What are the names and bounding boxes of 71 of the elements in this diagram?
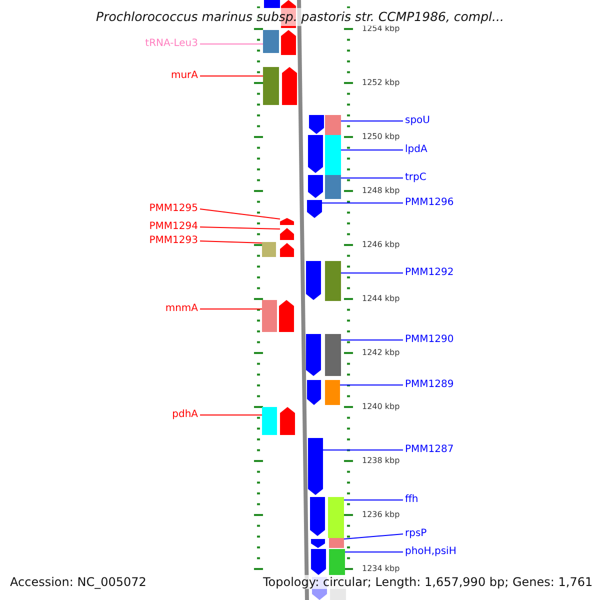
gene-label: PMM1292 <box>405 267 454 279</box>
leader-line <box>200 308 262 310</box>
gene-label: trpC <box>405 172 426 184</box>
scale-label: 1250 kbp <box>362 132 400 142</box>
gene-label: spoU <box>405 115 430 127</box>
gene-feature <box>307 200 322 218</box>
leader-line <box>344 534 404 540</box>
scale-label: 1236 kbp <box>362 510 400 520</box>
leader-line <box>200 414 262 416</box>
cog-box <box>325 115 341 135</box>
scale-label: 1234 kbp <box>362 564 400 574</box>
leader-line <box>340 272 404 274</box>
gene-label: PMM1293 <box>149 235 198 247</box>
scale-label: 1246 kbp <box>362 240 400 250</box>
leader-line <box>200 226 280 230</box>
cog-box <box>325 261 341 301</box>
cog-box <box>262 242 276 257</box>
gene-feature <box>310 497 325 536</box>
leader-line <box>340 384 404 386</box>
scale-label: 1242 kbp <box>362 348 400 358</box>
cog-box <box>262 407 277 435</box>
cog-box <box>263 30 279 53</box>
leader-line <box>200 208 280 220</box>
cog-box <box>328 497 344 538</box>
gene-label: PMM1296 <box>405 197 454 209</box>
scale-label: 1254 kbp <box>362 24 400 34</box>
gene-feature <box>280 228 294 240</box>
gene-feature <box>280 218 294 225</box>
cog-box <box>325 380 340 405</box>
gene-feature <box>306 261 321 300</box>
gene-label: phoH,psiH <box>405 546 456 558</box>
gene-feature <box>307 380 321 405</box>
gene-label: ffh <box>405 494 418 506</box>
gene-feature <box>308 175 323 198</box>
info-text: Accession: NC_005072 <box>10 575 146 589</box>
cog-box <box>264 0 280 8</box>
gene-feature <box>308 438 323 495</box>
scale-label: 1238 kbp <box>362 456 400 466</box>
gene-feature <box>281 30 296 55</box>
leader-line <box>340 120 404 122</box>
gene-label: tRNA-Leu3 <box>145 38 198 50</box>
gene-label: pdhA <box>172 409 198 421</box>
gene-label: PMM1290 <box>405 334 454 346</box>
gene-label: PMM1295 <box>149 203 198 215</box>
cog-box <box>325 175 341 199</box>
gene-label: mnmA <box>165 303 198 315</box>
leader-line <box>322 202 404 204</box>
gene-feature <box>282 67 297 105</box>
gene-feature <box>279 300 294 332</box>
scale-label: 1252 kbp <box>362 78 400 88</box>
gene-feature <box>280 243 294 257</box>
scale-label: 1240 kbp <box>362 402 400 412</box>
gene-feature <box>309 115 324 134</box>
gene-label: PMM1287 <box>405 444 454 456</box>
scale-label: 1244 kbp <box>362 294 400 304</box>
gene-label: murA <box>170 70 198 82</box>
info-text: Topology: circular; Length: 1,657,990 bp; Genes: 1,761 <box>263 575 593 589</box>
gene-label: PMM1289 <box>405 379 454 391</box>
cog-box <box>325 334 341 376</box>
gene-label: rpsP <box>405 528 427 540</box>
cog-box <box>263 67 279 105</box>
cog-box <box>329 549 345 575</box>
cog-box <box>262 300 277 332</box>
gene-label: PMM1294 <box>149 221 198 233</box>
scale-label: 1248 kbp <box>362 186 400 196</box>
gene-feature <box>306 334 321 376</box>
gene-feature <box>280 407 295 435</box>
cog-box <box>325 135 341 175</box>
cog-box <box>329 538 344 548</box>
gene-label: lpdA <box>405 144 428 156</box>
leader-line <box>200 240 262 244</box>
